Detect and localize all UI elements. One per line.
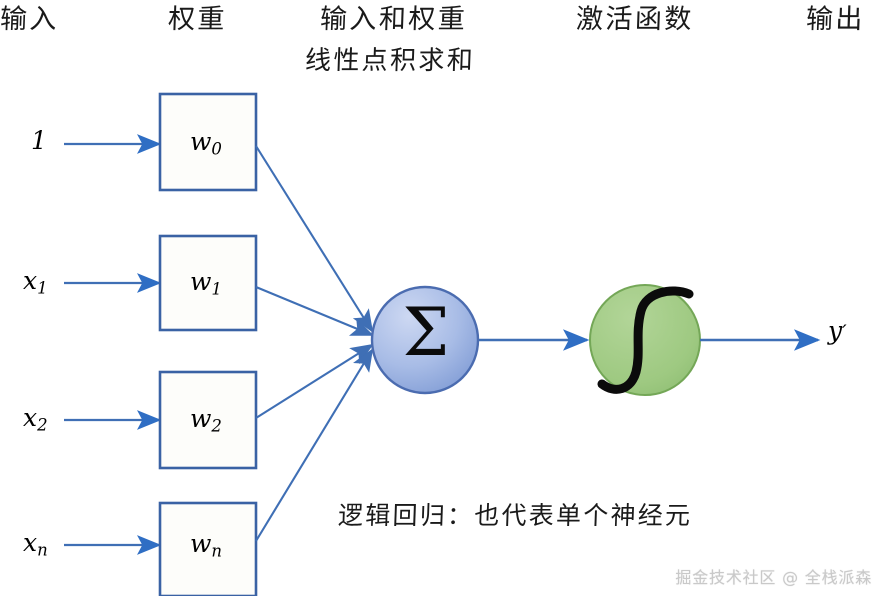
weight-label-2: w2 bbox=[190, 406, 222, 435]
weight-label-1: w1 bbox=[190, 269, 222, 298]
summation-symbol: Σ bbox=[402, 294, 450, 371]
header-input: 输入 bbox=[0, 4, 60, 35]
caption-text: 逻辑回归：也代表单个神经元 bbox=[337, 501, 693, 530]
header-output: 输出 bbox=[805, 4, 866, 35]
weight-label-0-base: w bbox=[190, 127, 212, 156]
weight-label-3-sub: n bbox=[211, 541, 223, 561]
input-label-1-base: x bbox=[23, 266, 38, 295]
output-label: y′ bbox=[828, 318, 847, 343]
weight-label-3-base: w bbox=[190, 529, 212, 558]
header-dot-line1: 输入和权重 bbox=[319, 4, 468, 35]
connector-0 bbox=[255, 145, 374, 333]
header-weights: 权重 bbox=[167, 4, 228, 35]
input-label-3-base: x bbox=[23, 528, 38, 557]
header-dot-line2: 线性点积求和 bbox=[304, 46, 476, 76]
weight-label-3: wn bbox=[190, 531, 222, 560]
weight-box-2 bbox=[158, 370, 258, 470]
watermark: 掘金技术社区 @ 全栈派森 bbox=[675, 568, 872, 587]
input-label-1: x1 bbox=[23, 268, 48, 297]
weight-box-3 bbox=[158, 501, 258, 596]
weight-label-1-sub: 1 bbox=[211, 279, 222, 299]
input-label-2-base: x bbox=[23, 403, 38, 432]
output-label-base: y bbox=[828, 316, 843, 345]
input-label-3-sub: n bbox=[37, 540, 48, 560]
weight-label-0-sub: 0 bbox=[211, 139, 222, 159]
header-activation: 激活函数 bbox=[575, 4, 695, 35]
input-label-2: x2 bbox=[23, 405, 48, 434]
sigmoid-curve-icon bbox=[597, 286, 694, 394]
connector-1 bbox=[255, 286, 374, 336]
summation-node bbox=[370, 285, 480, 395]
input-label-0: 1 bbox=[31, 128, 47, 157]
output-label-prime: ′ bbox=[842, 320, 847, 344]
weight-to-sum-connectors bbox=[255, 145, 374, 542]
connector-2 bbox=[255, 343, 374, 419]
input-label-3: xn bbox=[23, 530, 48, 559]
weight-label-1-base: w bbox=[190, 267, 212, 296]
input-label-1-sub: 1 bbox=[37, 278, 48, 298]
input-arrows bbox=[64, 134, 162, 555]
input-label-0-base: 1 bbox=[31, 126, 47, 155]
weight-label-2-sub: 2 bbox=[211, 416, 222, 436]
input-label-2-sub: 2 bbox=[37, 415, 48, 435]
weight-box-0 bbox=[158, 92, 258, 192]
weight-label-2-base: w bbox=[190, 404, 212, 433]
connector-3 bbox=[255, 348, 374, 542]
weight-label-0: w0 bbox=[190, 129, 222, 158]
weight-boxes bbox=[158, 92, 258, 596]
weight-box-1 bbox=[158, 234, 258, 332]
